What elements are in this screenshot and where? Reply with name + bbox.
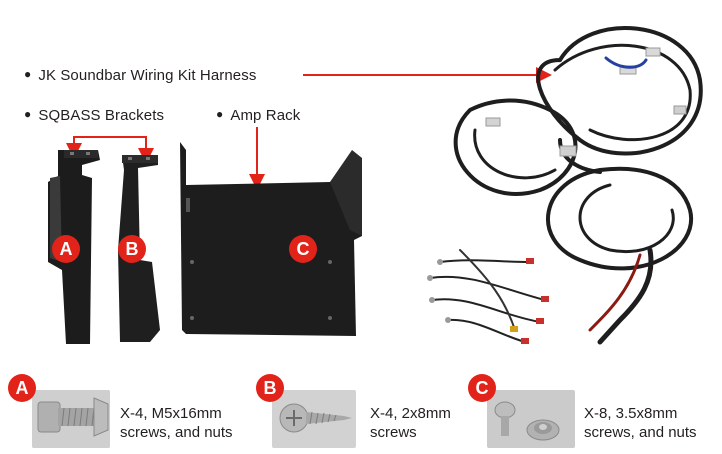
hardware-a-caption: X-4, M5x16mm screws, and nuts xyxy=(120,405,233,441)
hardware-badge-b: B xyxy=(256,374,284,402)
badge-c: C xyxy=(289,235,317,263)
brackets-label: ●SQBASS Brackets xyxy=(24,107,165,124)
badge-a: A xyxy=(52,235,80,263)
hardware-badge-a: A xyxy=(8,374,36,402)
screw-b-photo xyxy=(272,390,356,448)
amp-rack-image xyxy=(180,142,362,336)
screw-a-photo xyxy=(32,390,110,448)
hardware-b-caption: X-4, 2x8mm screws xyxy=(370,405,451,441)
screw-c-photo xyxy=(487,390,575,448)
amp-rack-label: ●Amp Rack xyxy=(216,107,301,124)
harness-label: ●JK Soundbar Wiring Kit Harness xyxy=(24,67,257,84)
hardware-c-caption: X-8, 3.5x8mm screws, and nuts xyxy=(584,405,697,441)
badge-b: B xyxy=(118,235,146,263)
rca-wires-image xyxy=(427,249,549,344)
product-illustration xyxy=(48,26,703,345)
harness-image xyxy=(453,26,703,345)
hardware-badge-c: C xyxy=(468,374,496,402)
